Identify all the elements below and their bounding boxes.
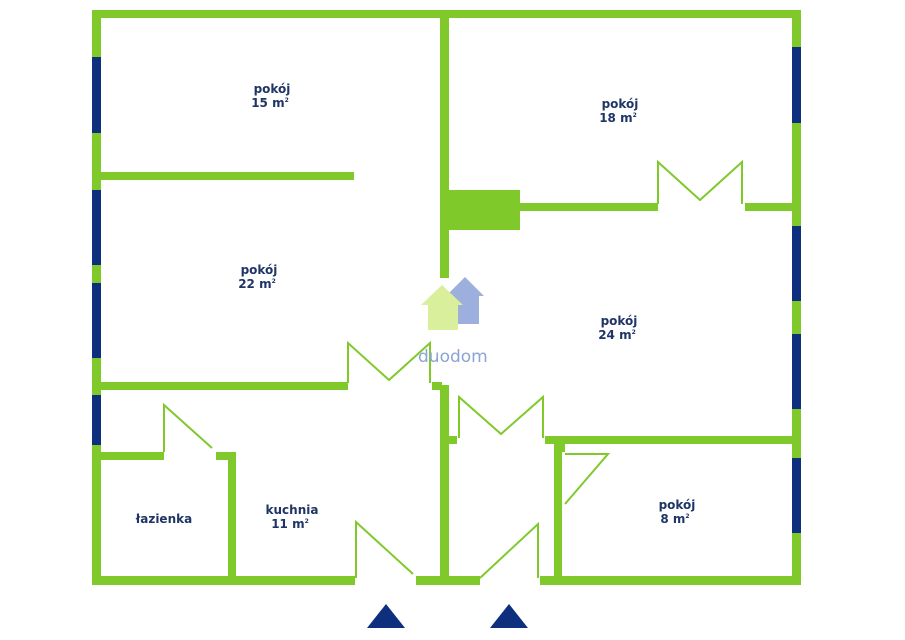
- door-swings: [163, 159, 743, 579]
- room-name: pokój: [601, 314, 638, 328]
- room-label-6: kuchnia 11 m2: [266, 503, 319, 531]
- wall-segment: [745, 203, 797, 211]
- room-label-4: pokój 24 m2: [598, 314, 637, 342]
- window: [92, 283, 101, 358]
- room-name: pokój: [241, 263, 278, 277]
- room-label-2: pokój 18 m2: [599, 97, 638, 125]
- wall-segment: [440, 10, 449, 278]
- room-area: 24 m2: [598, 328, 636, 342]
- wall-segment: [540, 576, 801, 585]
- room-label-5: łazienka: [135, 512, 192, 526]
- wall-segment: [92, 382, 348, 390]
- room-area: 8 m2: [660, 512, 689, 526]
- door-swing: [479, 521, 539, 579]
- wall-segment: [216, 452, 236, 460]
- wall-segment: [432, 382, 442, 390]
- room-label-7: pokój 8 m2: [659, 498, 696, 526]
- wall-segment: [92, 576, 355, 585]
- window: [792, 226, 801, 301]
- window: [792, 47, 801, 123]
- door-swing: [564, 453, 611, 505]
- window: [792, 458, 801, 533]
- window: [92, 395, 101, 445]
- window: [92, 57, 101, 133]
- door-swing: [458, 394, 544, 438]
- wall-segment: [520, 203, 658, 211]
- wall-segment: [92, 172, 354, 180]
- room-label-3: pokój 22 m2: [238, 263, 277, 291]
- wall-segment: [92, 452, 164, 460]
- room-name: łazienka: [135, 512, 192, 526]
- door-swing: [355, 519, 414, 578]
- wall-segment: [554, 444, 562, 584]
- room-area: 11 m2: [271, 517, 309, 531]
- house-logo-icon: [421, 277, 484, 330]
- wall-segment: [449, 436, 457, 444]
- logo-text: duodom: [418, 347, 488, 367]
- window: [792, 334, 801, 409]
- room-name: kuchnia: [266, 503, 319, 517]
- wall-segment: [440, 385, 449, 585]
- room-label-1: pokój 15 m2: [251, 82, 290, 110]
- door-swing: [347, 340, 431, 383]
- room-area: 18 m2: [599, 111, 637, 125]
- entrance-arrow-icon: [367, 604, 405, 628]
- room-name: pokój: [602, 97, 639, 111]
- window: [92, 190, 101, 265]
- room-area: 22 m2: [238, 277, 276, 291]
- room-name: pokój: [254, 82, 291, 96]
- door-swing: [163, 402, 213, 452]
- wall-segment: [545, 436, 797, 444]
- wall-segment: [555, 444, 565, 452]
- wall-segment: [445, 190, 520, 230]
- entrance-arrow-icon: [490, 604, 528, 628]
- wall-segment: [228, 452, 236, 582]
- room-name: pokój: [659, 498, 696, 512]
- room-area: 15 m2: [251, 96, 289, 110]
- duodom-logo: duodom: [418, 277, 488, 367]
- door-swing: [657, 159, 743, 204]
- windows: [92, 47, 801, 533]
